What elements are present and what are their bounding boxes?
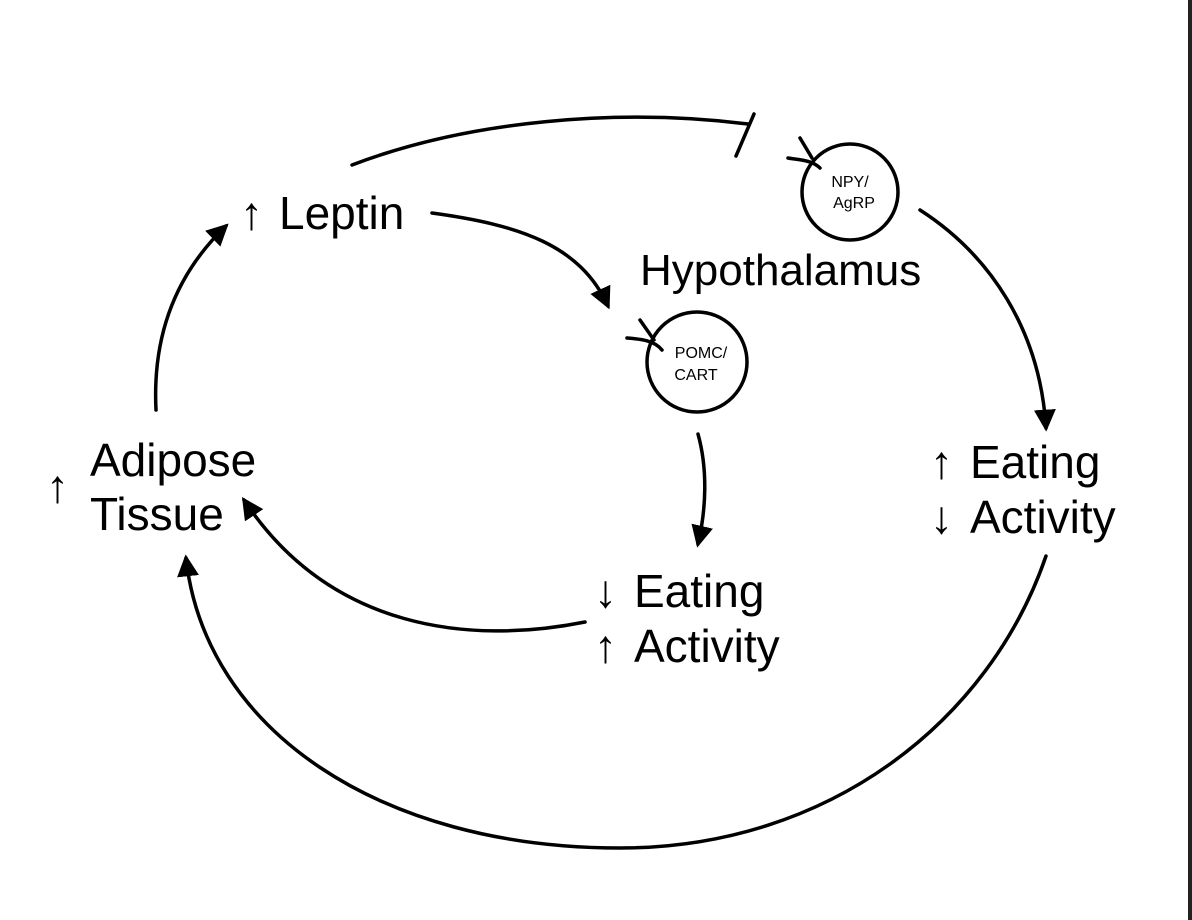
edge-eating-right-to-adipose bbox=[177, 554, 1048, 850]
npy-label: NPY/ bbox=[831, 174, 869, 191]
adipose-node: ↑ Adipose Tissue bbox=[46, 434, 256, 540]
edge-npy-to-eating-right bbox=[918, 208, 1056, 432]
leptin-up-arrow: ↑ bbox=[240, 187, 263, 239]
leptin-label: Leptin bbox=[279, 187, 404, 239]
edge-eating-mid-to-adipose bbox=[241, 496, 587, 633]
receptor-stem bbox=[638, 318, 656, 342]
edge-leptin-inhibits-npy bbox=[350, 115, 750, 167]
activity-label: Activity bbox=[634, 620, 780, 672]
cart-label: CART bbox=[674, 367, 717, 384]
hypothalamus-label: Hypothalamus bbox=[640, 246, 921, 295]
eating-activity-right-node: ↑ Eating ↓ Activity bbox=[930, 436, 1116, 543]
activity-down-arrow: ↓ bbox=[930, 491, 953, 543]
eating-label: Eating bbox=[970, 436, 1100, 488]
agrp-label: AgRP bbox=[833, 195, 875, 212]
leptin-node: ↑ Leptin bbox=[240, 187, 404, 239]
receptor-icon bbox=[625, 336, 664, 352]
tissue-label: Tissue bbox=[90, 488, 224, 540]
eating-up-arrow: ↑ bbox=[930, 436, 953, 488]
eating-activity-mid-node: ↓ Eating ↑ Activity bbox=[594, 565, 780, 672]
eating-down-arrow: ↓ bbox=[594, 565, 617, 617]
inhibition-bar bbox=[734, 112, 756, 158]
adipose-label: Adipose bbox=[90, 434, 256, 486]
window-edge bbox=[1188, 0, 1192, 920]
edge-leptin-to-pomc bbox=[430, 211, 611, 310]
eating-label: Eating bbox=[634, 565, 764, 617]
pomc-label: POMC/ bbox=[675, 345, 728, 362]
activity-label: Activity bbox=[970, 491, 1116, 543]
receptor-stem bbox=[798, 136, 814, 160]
edge-adipose-to-leptin bbox=[153, 223, 229, 412]
receptor-icon bbox=[786, 156, 822, 170]
adipose-up-arrow: ↑ bbox=[46, 460, 69, 512]
edge-pomc-to-eating-mid bbox=[691, 432, 713, 548]
activity-up-arrow: ↑ bbox=[594, 620, 617, 672]
npy-agrp-cell: NPY/ AgRP bbox=[786, 136, 900, 242]
pomc-cart-cell: POMC/ CART bbox=[625, 310, 749, 414]
